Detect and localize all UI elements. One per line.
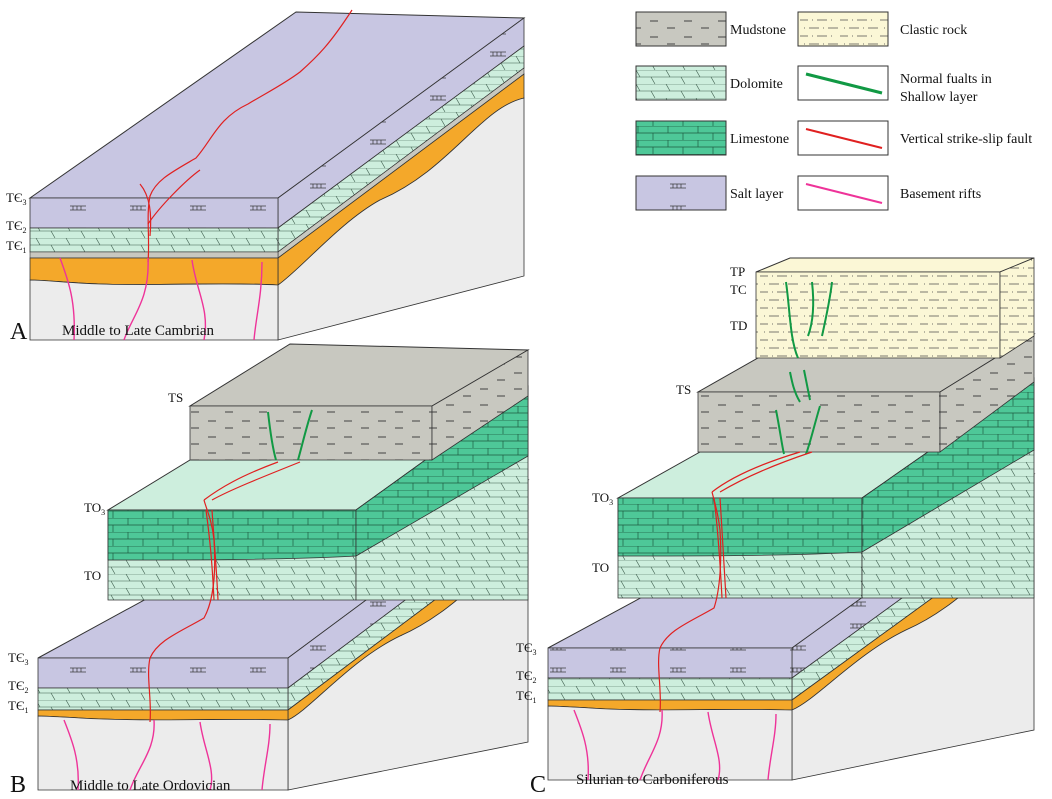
panel-a-label-te2: TЄ2 — [6, 218, 27, 235]
panel-b-label-to3: TO3 — [84, 500, 105, 517]
legend-item-normal-fault: Normal fualts in Shallow layer — [797, 65, 992, 105]
panel-b-normal-faults — [267, 409, 313, 461]
legend-label-salt: Salt layer — [730, 187, 784, 202]
panel-c-label-tc: TC — [730, 282, 747, 297]
legend-label-clastic: Clastic rock — [900, 23, 967, 38]
panel-a-front-face — [29, 197, 279, 341]
panel-b-label-te1: TЄ1 — [8, 698, 29, 715]
legend-label-strike-slip: Vertical strike-slip fault — [900, 132, 1032, 147]
legend-label-dolomite: Dolomite — [730, 77, 783, 92]
panel-a-strike-slip-fault — [139, 9, 353, 263]
panel-c-caption: Silurian to Carboniferous — [576, 772, 729, 788]
panel-c-label-te1: TЄ1 — [516, 688, 537, 705]
legend-item-mudstone: Mudstone — [635, 11, 786, 47]
legend-item-clastic: Clastic rock — [797, 11, 967, 47]
legend-label-normal-fault: Normal fualts in — [900, 72, 992, 87]
panel-b-horizon-labels: TS TO3 TO TЄ3 TЄ2 TЄ1 — [8, 390, 183, 715]
panel-b-label-ts: TS — [168, 390, 183, 405]
legend-item-salt: Salt layer — [635, 175, 784, 211]
panel-c-basement-rifts — [573, 709, 777, 781]
panel-b-basement-rifts — [63, 719, 271, 791]
legend-item-dolomite: Dolomite — [635, 65, 783, 101]
panel-a-basement-rifts — [59, 257, 263, 341]
legend-label-limestone: Limestone — [730, 132, 789, 147]
panel-a-caption: Middle to Late Cambrian — [62, 323, 215, 339]
panel-c-normal-faults — [775, 281, 833, 455]
panel-c-lower-front — [547, 647, 793, 781]
legend: Mudstone Dolomite Limestone Salt layer C… — [635, 11, 1032, 211]
panel-c-label-to: TO — [592, 560, 609, 575]
panel-c-label-to3: TO3 — [592, 490, 613, 507]
panel-c-label-tp: TP — [730, 264, 745, 279]
panel-c-label-te3: TЄ3 — [516, 640, 537, 657]
panel-a-label-te3: TЄ3 — [6, 190, 27, 207]
panel-b-lower-front — [37, 657, 289, 791]
panel-c-strike-slip-fault — [658, 451, 813, 713]
panel-b-letter: B — [10, 772, 26, 798]
panel-c-label-ts: TS — [676, 382, 691, 397]
legend-item-limestone: Limestone — [635, 120, 789, 156]
panel-b: TS TO3 TO TЄ3 TЄ2 TЄ1 B Middle to Late O… — [8, 343, 530, 798]
panel-a: TЄ3 TЄ2 TЄ1 A Middle to Late Cambrian — [6, 9, 526, 345]
panel-a-horizon-labels: TЄ3 TЄ2 TЄ1 — [6, 190, 27, 255]
panel-c: TP TC TD TS TO3 TO TЄ3 TЄ2 TЄ1 C Siluria… — [516, 257, 1036, 798]
panel-b-strike-slip-fault — [148, 461, 301, 723]
panel-b-caption: Middle to Late Ordovician — [70, 778, 231, 794]
legend-label-mudstone: Mudstone — [730, 23, 786, 38]
legend-item-rift: Basement rifts — [797, 175, 981, 211]
legend-item-strike-slip: Vertical strike-slip fault — [797, 120, 1032, 156]
panel-c-letter: C — [530, 772, 546, 798]
panel-b-label-to: TO — [84, 568, 101, 583]
panel-a-label-te1: TЄ1 — [6, 238, 27, 255]
panel-c-horizon-labels: TP TC TD TS TO3 TO TЄ3 TЄ2 TЄ1 — [516, 264, 747, 705]
legend-label-normal-fault-2: Shallow layer — [900, 90, 978, 105]
panel-b-label-te2: TЄ2 — [8, 678, 29, 695]
panel-c-label-te2: TЄ2 — [516, 668, 537, 685]
panel-a-side-block — [277, 17, 525, 341]
panel-a-letter: A — [10, 319, 28, 345]
legend-label-rift: Basement rifts — [900, 187, 981, 202]
panel-b-label-te3: TЄ3 — [8, 650, 29, 667]
panel-c-label-td: TD — [730, 318, 747, 333]
